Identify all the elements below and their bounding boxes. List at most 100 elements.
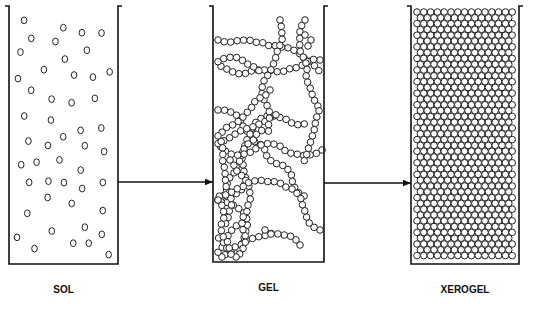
gel-bead (305, 43, 312, 50)
gel-bead (221, 38, 228, 45)
vessel-outline (411, 6, 519, 264)
gel-bead (255, 233, 262, 240)
sol-particle (99, 125, 105, 132)
sol-particle (15, 75, 21, 82)
gel-bead (247, 37, 254, 44)
xerogel-particle (482, 252, 489, 259)
sol-particle (82, 224, 88, 231)
gel-bead (228, 202, 235, 209)
xerogel-particle (468, 252, 475, 259)
gel-bead (288, 120, 295, 127)
gel-bead (271, 141, 278, 148)
gel-bead (246, 189, 253, 196)
gel-bead (301, 121, 308, 128)
sol-particles (14, 17, 112, 258)
sol-particle (71, 72, 77, 79)
sol-particle (99, 231, 105, 238)
gel-bead (242, 233, 249, 240)
sol-particle (45, 142, 51, 149)
process-arrow (118, 181, 213, 182)
vessel-outline (9, 6, 118, 264)
gel-bead (258, 127, 265, 134)
sol-particle (34, 159, 40, 166)
process-arrow (324, 182, 411, 183)
xerogel-particle (441, 252, 448, 259)
gel-bead (236, 70, 243, 77)
gel-bead (302, 32, 309, 39)
gel-bead (274, 68, 281, 75)
sol-particle (18, 49, 24, 56)
sol-particle (14, 234, 20, 241)
gel-bead (234, 37, 241, 44)
gel-bead (242, 239, 249, 246)
gel-bead (293, 64, 300, 71)
gel-bead (265, 121, 272, 128)
gel-bead (256, 67, 263, 74)
xerogel-particle (421, 252, 428, 259)
sol-particle (61, 24, 67, 31)
gel-bead (278, 23, 285, 30)
gel-bead (215, 37, 222, 44)
gel-bead (268, 231, 275, 238)
sol-particle (21, 17, 27, 24)
gel-bead (317, 57, 324, 64)
gel-bead (312, 120, 319, 127)
gel-bead (220, 55, 227, 62)
gel-bead (222, 170, 229, 177)
gel-bead (272, 54, 279, 61)
sol-particle (70, 240, 76, 247)
gel-bead (265, 42, 272, 49)
sol-particle (48, 117, 54, 124)
gel-bead (221, 107, 228, 114)
vessel-wall (407, 6, 523, 264)
sol-particle (21, 113, 27, 120)
gel-bead (266, 108, 273, 115)
gel-bead (304, 66, 311, 73)
xerogel-particle (455, 252, 462, 259)
gel-bead (279, 30, 286, 37)
gel-bead (309, 133, 316, 140)
container-vessel: XEROGEL (411, 6, 519, 264)
xerogel-particle (495, 252, 502, 259)
gel-bead (295, 121, 302, 128)
gel-bead (218, 138, 225, 145)
gel-bead (266, 115, 273, 122)
sol-particle (32, 245, 38, 252)
gel-bead (219, 158, 226, 165)
sol-particle (78, 167, 84, 174)
gel-bead (289, 186, 296, 193)
gel-bead (281, 232, 288, 239)
gel-bead (310, 56, 317, 63)
gel-bead (253, 39, 260, 46)
xerogel-particle (489, 252, 496, 259)
sol-particle (57, 157, 63, 164)
gel-bead (226, 245, 233, 252)
gel-bead (316, 67, 323, 74)
xerogel-packing (414, 9, 516, 259)
sol-particle (26, 179, 32, 186)
gel-bead (273, 160, 280, 167)
gel-bead (303, 60, 310, 67)
gel-bead (277, 17, 284, 24)
sol-particle (53, 38, 59, 45)
gel-bead (242, 70, 249, 77)
gel-bead (222, 192, 229, 199)
container-vessel: GEL (213, 6, 324, 262)
gel-bead (249, 235, 256, 242)
gel-bead (239, 220, 246, 227)
gel-bead (221, 164, 228, 171)
gel-bead (240, 37, 247, 44)
gel-bead (220, 208, 227, 215)
gel-bead (240, 214, 247, 221)
sol-particle (90, 74, 96, 81)
sol-particle (25, 210, 31, 217)
gel-bead (227, 39, 234, 46)
gel-bead (288, 172, 295, 179)
xerogel-particle (475, 252, 482, 259)
gel-bead (287, 233, 294, 240)
gel-bead (245, 202, 252, 209)
sol-particle (86, 240, 92, 247)
gel-bead (262, 227, 269, 234)
